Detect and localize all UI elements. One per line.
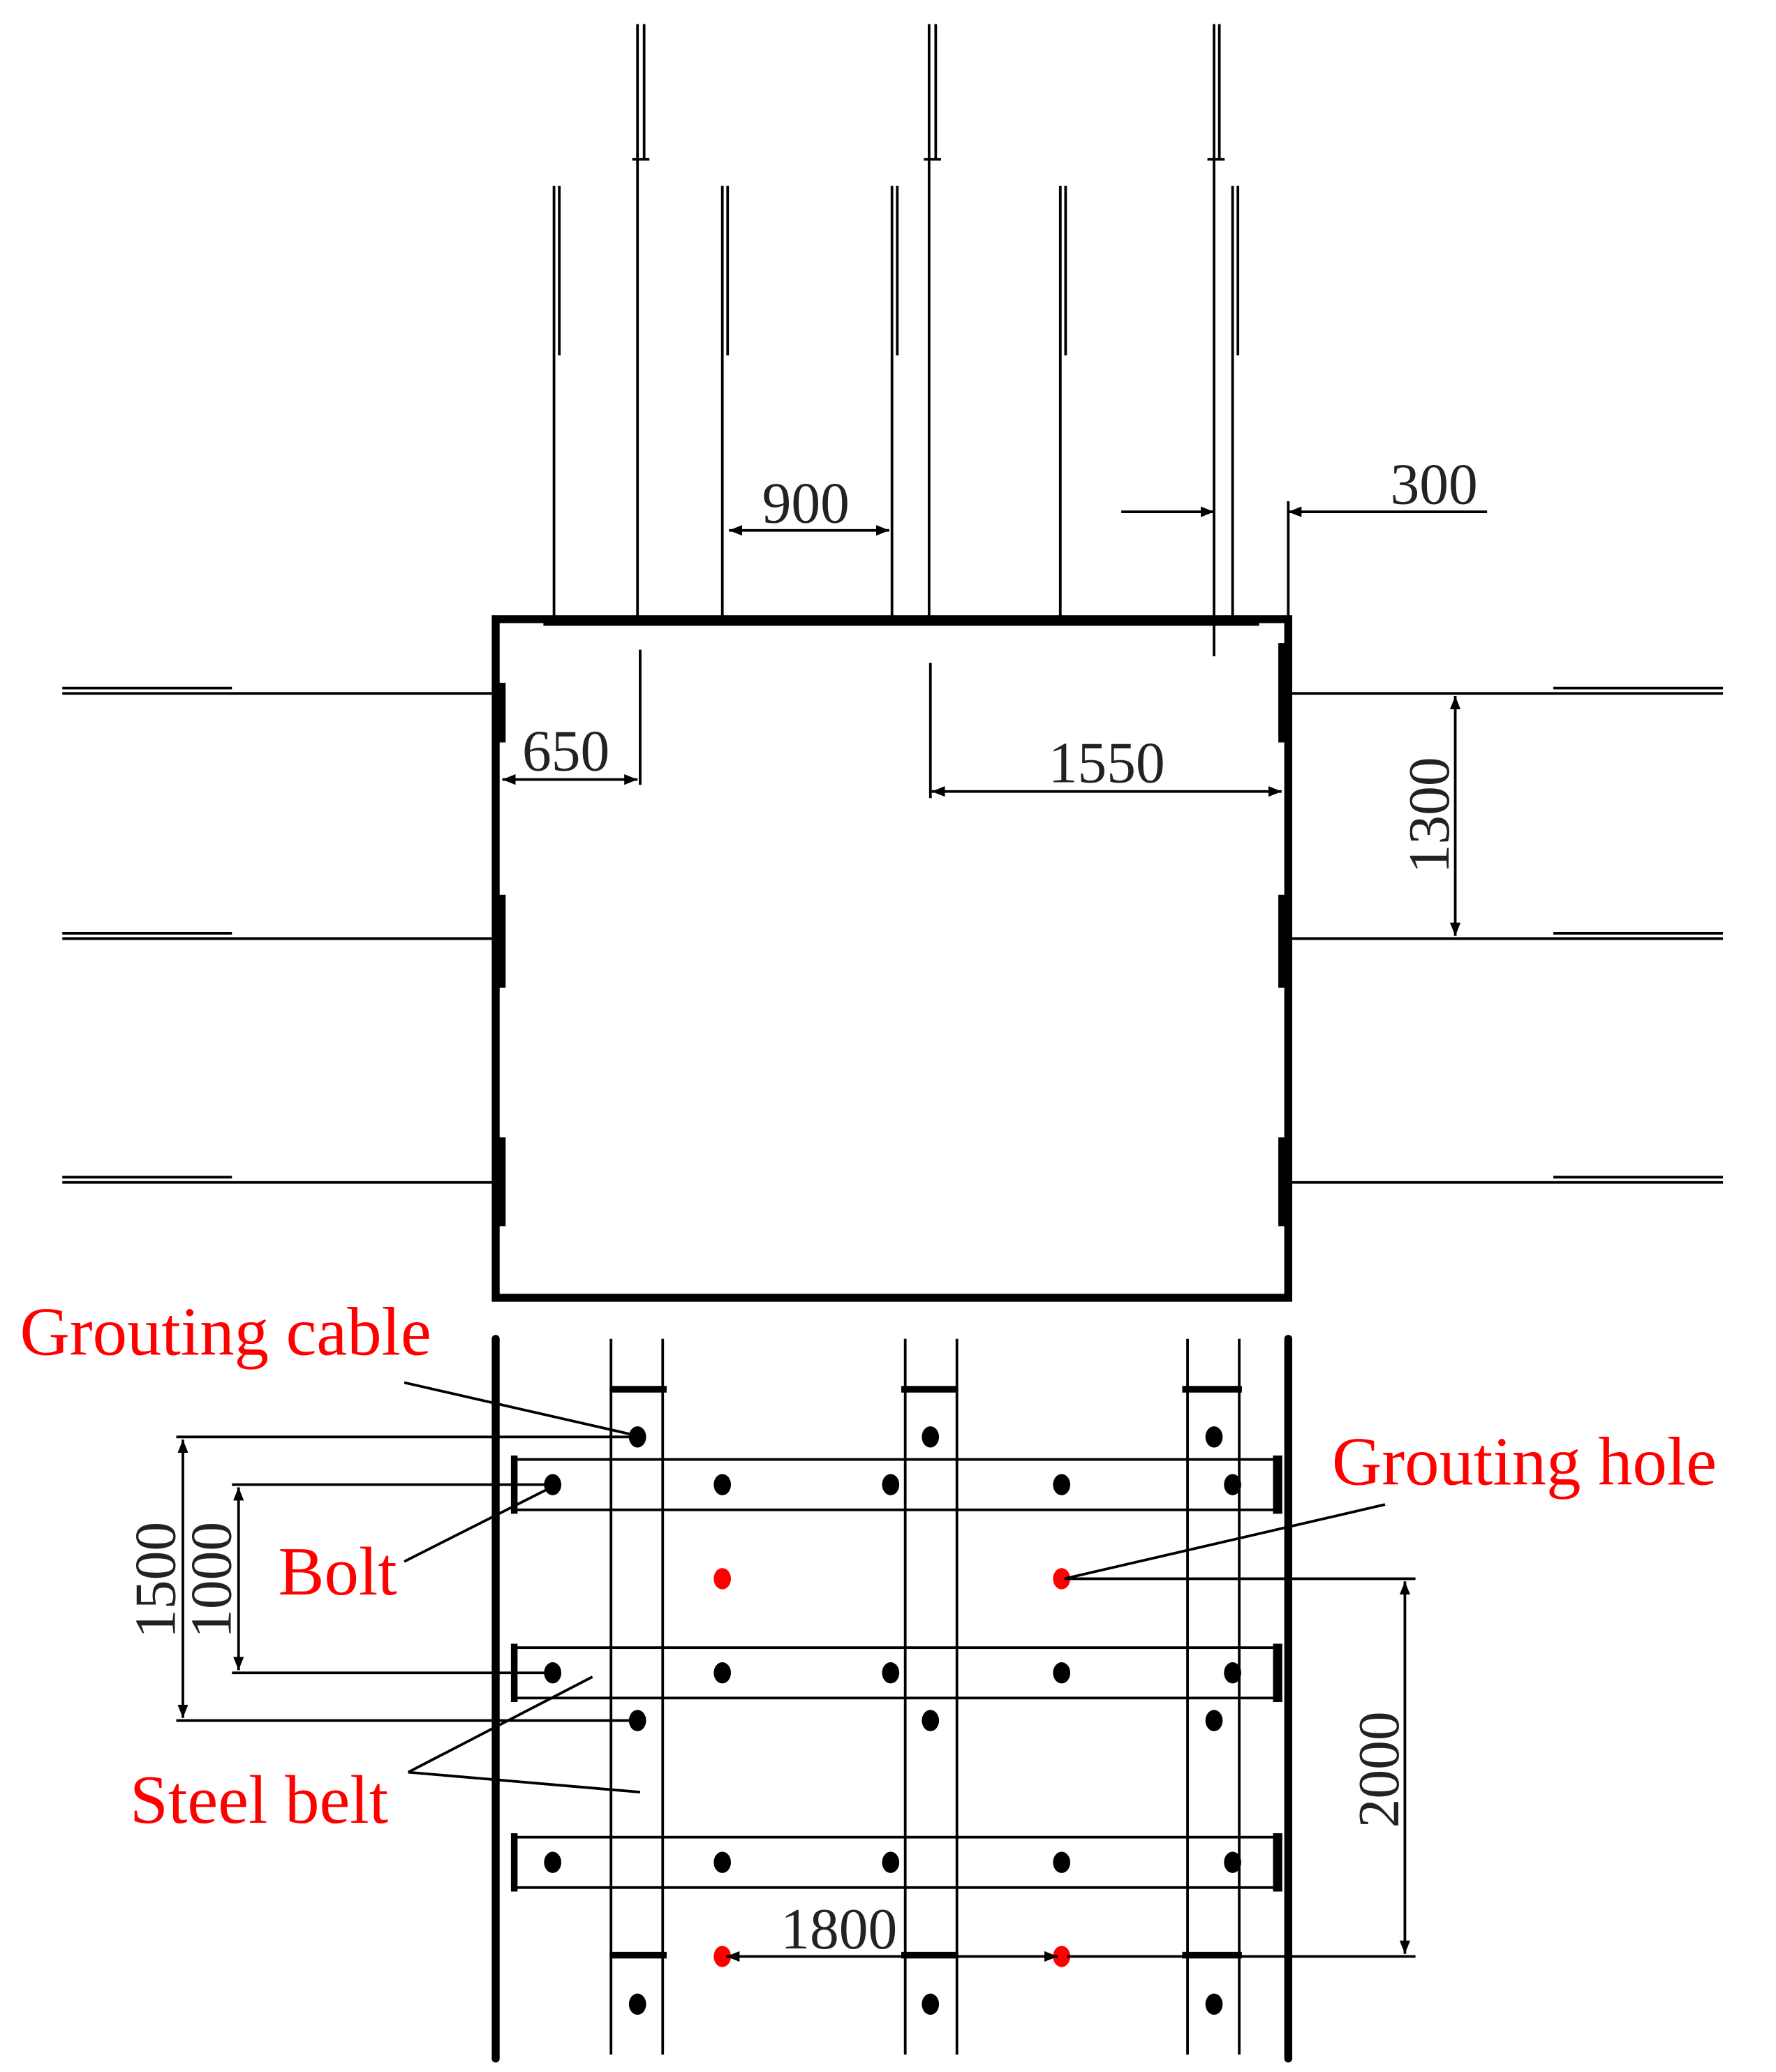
steel-belt xyxy=(510,1833,1282,1892)
grouting-cable-point xyxy=(922,1426,940,1448)
left-bolt xyxy=(62,894,506,988)
roof-cable xyxy=(632,24,650,785)
anchor-points xyxy=(544,1426,1241,2015)
grouting-cable-point xyxy=(628,1710,646,1731)
roof-plan-view: 1500 1000 2000 1800 Grouting cable Grout… xyxy=(20,1294,1717,2063)
roadway-outline xyxy=(491,615,1293,1302)
grouting-cable-point xyxy=(1205,1426,1223,1448)
grouting-hole-point xyxy=(713,1568,732,1590)
label-grouting-hole: Grouting hole xyxy=(1064,1424,1717,1581)
grouting-cable-point xyxy=(922,1710,940,1731)
bolt-point xyxy=(882,1851,900,1873)
bolt-point xyxy=(1053,1851,1071,1873)
dimension-label: 1300 xyxy=(1398,757,1462,873)
left-bolt xyxy=(62,683,506,743)
bolt-point xyxy=(544,1474,562,1495)
label-grouting-cable: Grouting cable xyxy=(20,1294,632,1436)
roof-bolt xyxy=(552,186,561,619)
right-bolt xyxy=(1278,643,1724,743)
left-bolt xyxy=(62,1137,506,1227)
dimension-label: 1550 xyxy=(1049,731,1165,795)
right-bolt xyxy=(1278,1137,1724,1227)
grouting-cable-point xyxy=(922,1993,940,2015)
bolt-point xyxy=(1053,1662,1071,1684)
roadway-cross-section: 900 300 650 1550 1300 xyxy=(62,24,1724,1302)
dimension-300: 300 xyxy=(1121,453,1488,619)
dimension-label: 900 xyxy=(762,471,850,535)
roof-bolt xyxy=(1058,186,1067,619)
bolt-point xyxy=(544,1662,562,1684)
bolt-point xyxy=(713,1474,732,1495)
bolt-point xyxy=(1224,1851,1241,1873)
right-bolt xyxy=(1278,894,1724,988)
label-steel-belt: Steel belt xyxy=(130,1675,641,1838)
label-bolt: Bolt xyxy=(279,1488,547,1610)
label-text: Grouting hole xyxy=(1332,1424,1717,1500)
grouting-cable-point xyxy=(1205,1710,1223,1731)
roof-bolt xyxy=(720,186,730,619)
label-text: Bolt xyxy=(279,1534,397,1610)
bolt-point xyxy=(544,1851,562,1873)
dimension-1300: 1300 xyxy=(1398,696,1462,936)
dimension-2000: 2000 xyxy=(1064,1577,1416,1958)
dimension-1500: 1500 xyxy=(124,1435,631,1722)
bolt-point xyxy=(882,1474,900,1495)
dimension-650: 650 xyxy=(502,719,638,785)
roof-bolt xyxy=(890,186,899,619)
roof-bolt xyxy=(1231,186,1240,619)
bolt-point xyxy=(1224,1662,1241,1684)
dimension-label: 650 xyxy=(522,719,609,783)
bolt-point xyxy=(1224,1474,1241,1495)
bolt-point xyxy=(713,1662,732,1684)
grouting-cable-point xyxy=(628,1426,646,1448)
dimension-label: 1500 xyxy=(124,1522,188,1638)
dimension-label: 2000 xyxy=(1347,1711,1412,1828)
roof-cable xyxy=(1207,24,1225,657)
dimension-1550: 1550 xyxy=(931,731,1282,797)
dimension-label: 300 xyxy=(1391,453,1478,517)
label-text: Steel belt xyxy=(130,1762,388,1838)
bolt-point xyxy=(713,1851,732,1873)
bolt-point xyxy=(1053,1474,1071,1495)
grouting-cable-point xyxy=(628,1993,646,2015)
roof-anchors xyxy=(543,24,1259,799)
roof-cable xyxy=(924,24,941,799)
dimension-1800: 1800 xyxy=(726,1897,1058,1962)
dimension-label: 1000 xyxy=(179,1522,244,1638)
grouting-cable-point xyxy=(1205,1993,1223,2015)
dimension-900: 900 xyxy=(729,471,889,535)
side-bolts xyxy=(62,643,1724,1227)
dimension-label: 1800 xyxy=(780,1897,897,1962)
dimension-1000: 1000 xyxy=(179,1483,547,1675)
bolt-point xyxy=(882,1662,900,1684)
grouting-hole-point xyxy=(1053,1568,1071,1590)
label-text: Grouting cable xyxy=(20,1294,431,1370)
